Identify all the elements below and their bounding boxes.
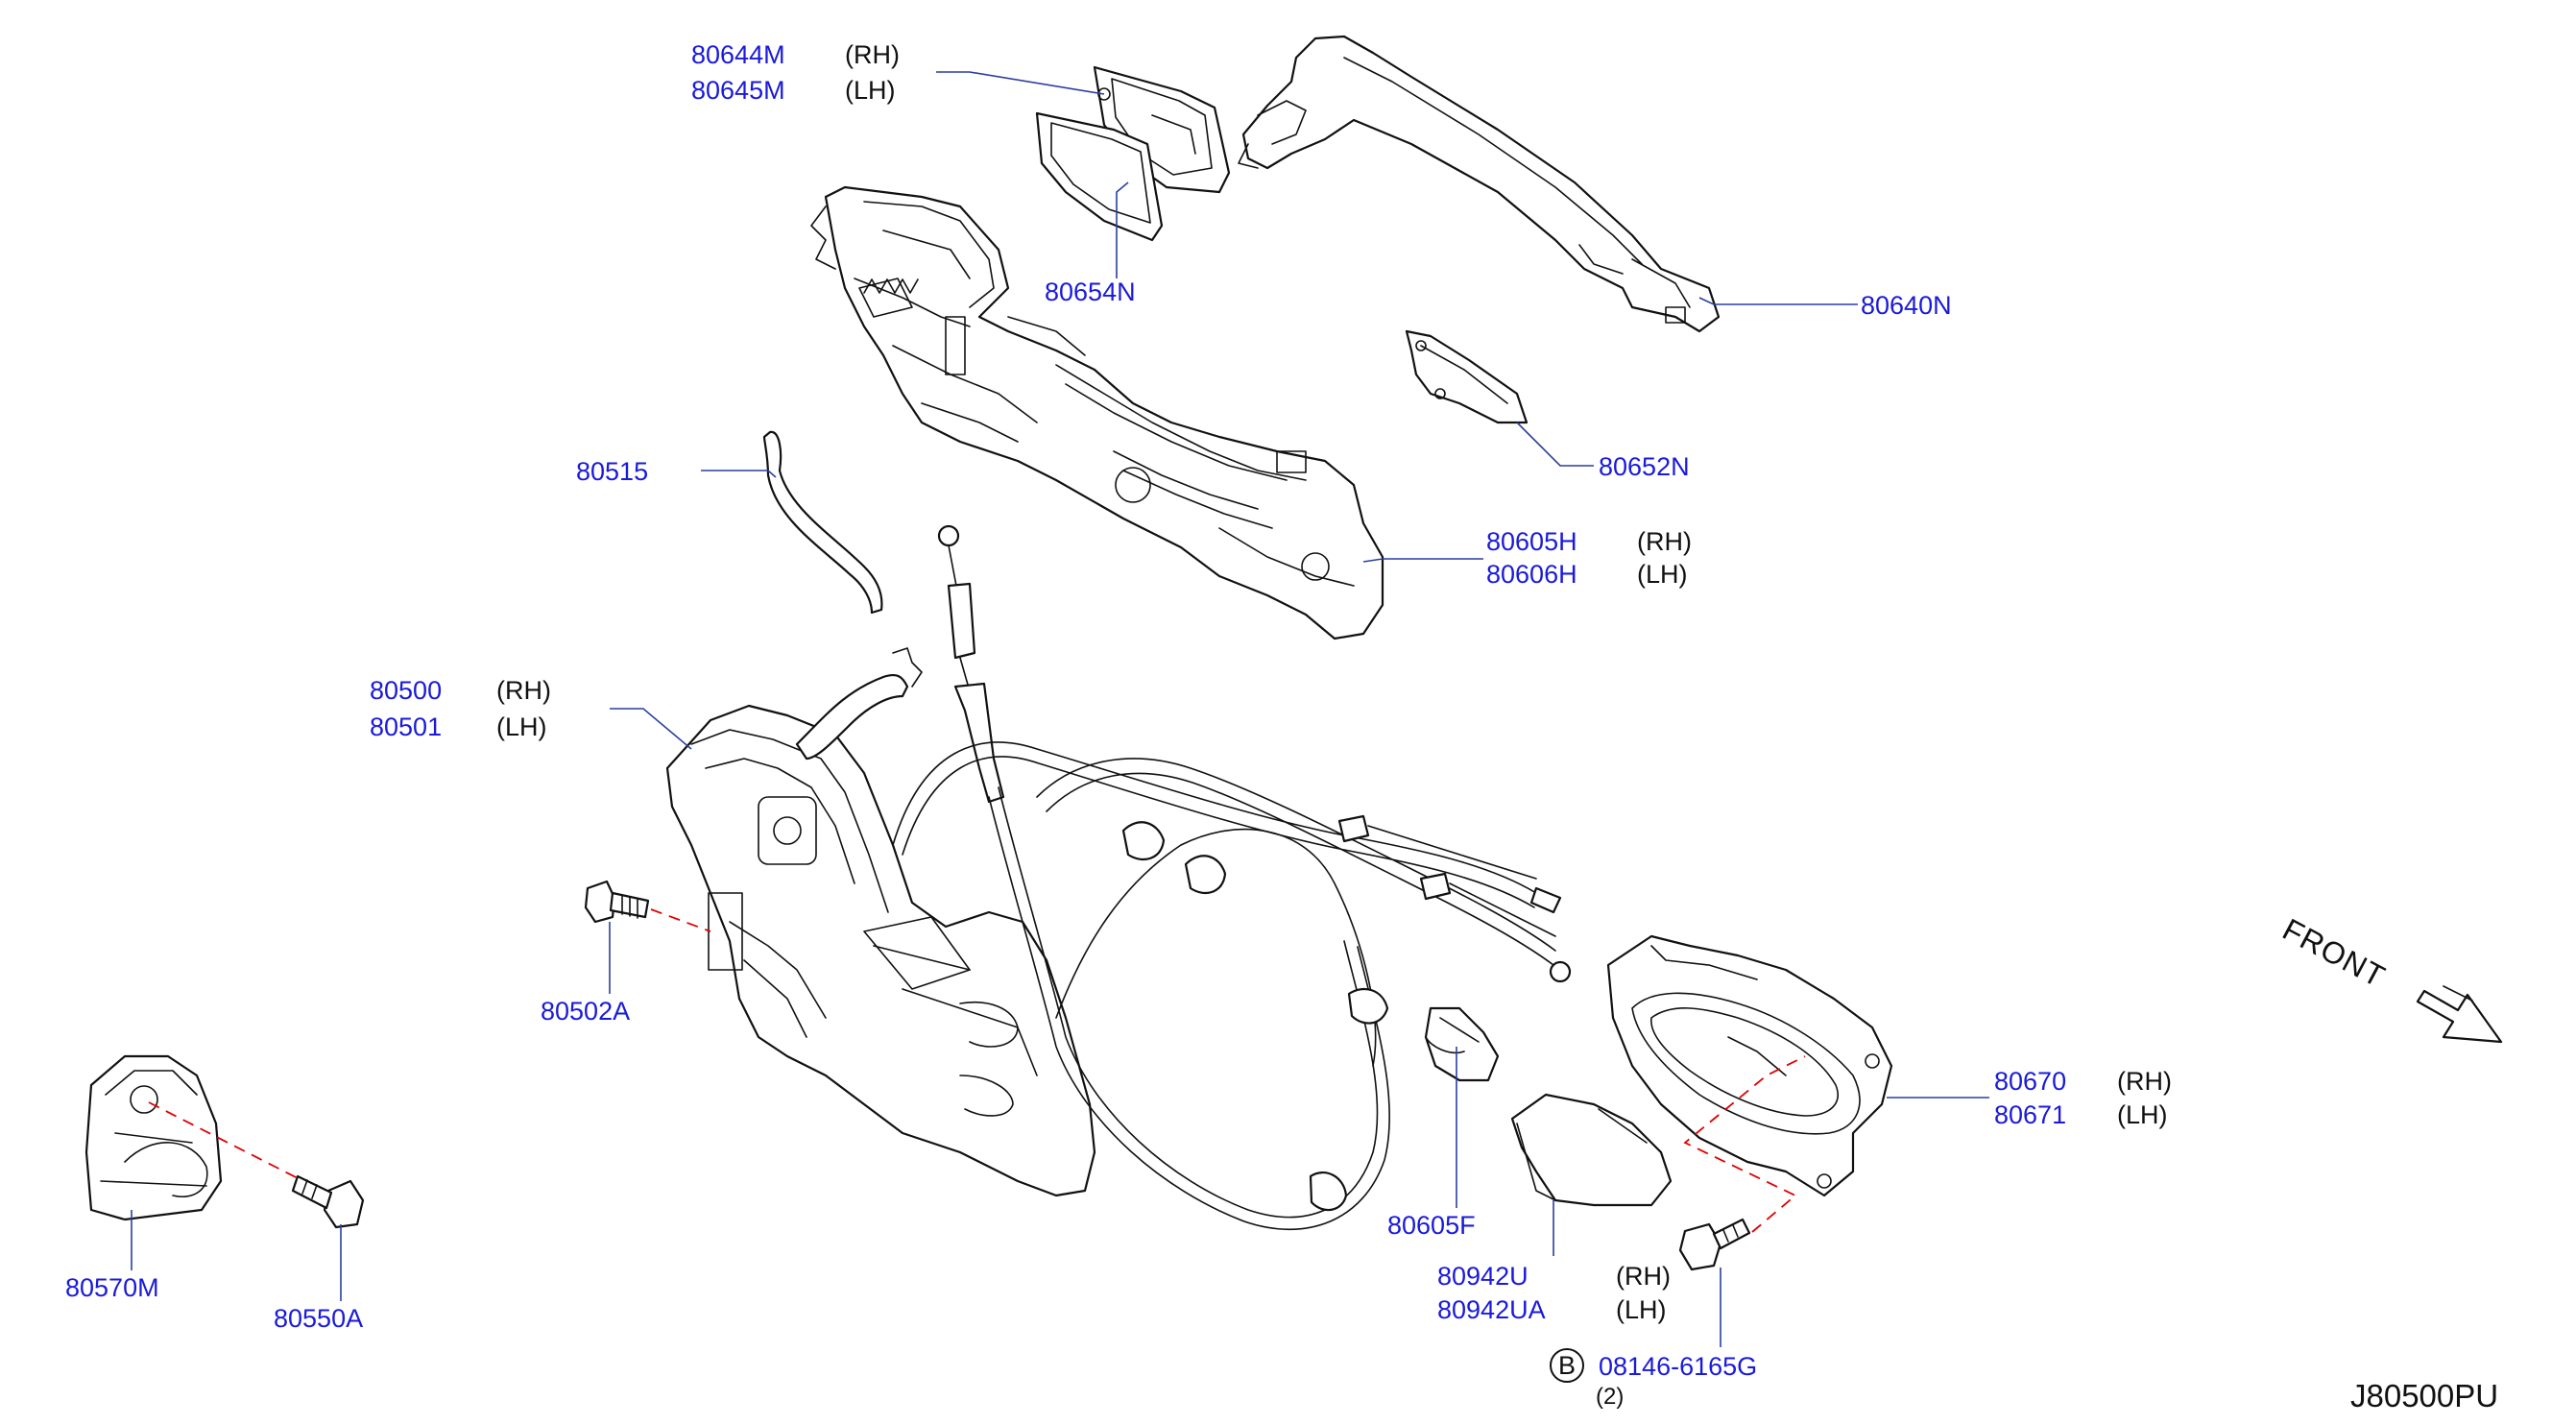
cable-rod-drawing <box>937 524 1005 804</box>
callout-80671: 80671 (LH) <box>1994 1100 2168 1129</box>
outside-handle-drawing <box>1238 35 1721 333</box>
svg-text:(RH): (RH) <box>845 40 900 69</box>
callout-80645m: 80645M (LH) <box>691 76 896 105</box>
svg-text:80652N: 80652N <box>1599 452 1690 481</box>
rod-drawing <box>762 430 883 615</box>
callout-80654n: 80654N <box>1045 278 1136 306</box>
svg-text:80606H: 80606H <box>1486 560 1577 589</box>
svg-text:80570M: 80570M <box>65 1273 159 1302</box>
svg-text:(RH): (RH) <box>1637 527 1692 556</box>
svg-text:80644M: 80644M <box>691 40 785 69</box>
svg-text:80501: 80501 <box>370 712 442 741</box>
svg-text:80942UA: 80942UA <box>1437 1295 1546 1324</box>
callout-80670: 80670 (RH) <box>1994 1067 2172 1096</box>
callout-80500: 80500 (RH) <box>370 676 551 705</box>
svg-text:(2): (2) <box>1596 1384 1624 1410</box>
svg-text:(RH): (RH) <box>496 676 551 705</box>
alignment-lines <box>148 908 1806 1233</box>
svg-text:(LH): (LH) <box>496 712 547 741</box>
svg-text:80605F: 80605F <box>1387 1211 1476 1240</box>
callout-80605f: 80605F <box>1387 1211 1476 1240</box>
handle-gasket-drawing <box>1405 329 1529 424</box>
svg-text:80645M: 80645M <box>691 76 785 105</box>
svg-text:(RH): (RH) <box>1616 1262 1671 1291</box>
callout-80502a: 80502A <box>541 997 630 1026</box>
diagram-id: J80500PU <box>2350 1378 2498 1413</box>
handle-bracket-drawing <box>810 185 1384 640</box>
callout-80644m: 80644M (RH) <box>691 40 900 69</box>
cap-drawing <box>1510 1093 1673 1207</box>
callout-80501: 80501 (LH) <box>370 712 547 741</box>
svg-text:80502A: 80502A <box>541 997 630 1026</box>
callout-80605h: 80605H (RH) <box>1486 527 1692 556</box>
svg-text:80654N: 80654N <box>1045 278 1136 306</box>
callout-80550a: 80550A <box>274 1304 363 1333</box>
svg-text:(LH): (LH) <box>1637 560 1688 589</box>
svg-text:80942U: 80942U <box>1437 1262 1529 1291</box>
callout-80640n: 80640N <box>1861 291 1952 320</box>
door-lock-actuator-drawing <box>665 647 1096 1197</box>
svg-text:80670: 80670 <box>1994 1067 2066 1096</box>
callout-80652n: 80652N <box>1599 452 1690 481</box>
escutcheon-gasket-drawing <box>1035 111 1164 242</box>
svg-text:80515: 80515 <box>576 457 648 486</box>
svg-text:08146-6165G: 08146-6165G <box>1599 1352 1757 1381</box>
svg-text:80640N: 80640N <box>1861 291 1952 320</box>
svg-text:80500: 80500 <box>370 676 442 705</box>
screw-08146-drawing <box>1678 1218 1751 1271</box>
svg-text:(LH): (LH) <box>2117 1100 2168 1129</box>
callout-80942ua: 80942UA (LH) <box>1437 1295 1667 1324</box>
svg-text:(LH): (LH) <box>845 76 896 105</box>
svg-text:B: B <box>1558 1351 1576 1380</box>
leader-lines <box>131 71 1989 1347</box>
svg-text:(RH): (RH) <box>2117 1067 2172 1096</box>
bolt-badge-icon <box>1550 1348 1584 1383</box>
svg-text:80605H: 80605H <box>1486 527 1577 556</box>
striker-drawing <box>84 1054 223 1221</box>
svg-text:(LH): (LH) <box>1616 1295 1667 1324</box>
cables-drawing <box>892 741 1572 1231</box>
inside-handle-drawing <box>1606 934 1893 1197</box>
clip-drawing <box>1424 1006 1500 1082</box>
front-arrow-icon <box>2416 985 2503 1044</box>
callout-80570m: 80570M <box>65 1273 159 1302</box>
callout-80606h: 80606H (LH) <box>1486 560 1688 589</box>
screw-80550a-drawing <box>291 1174 365 1229</box>
bolt-80502a-drawing <box>584 880 650 924</box>
svg-text:80671: 80671 <box>1994 1100 2066 1129</box>
svg-text:80550A: 80550A <box>274 1304 363 1333</box>
callout-08146-6165g: B 08146-6165G (2) <box>1550 1348 1757 1410</box>
front-label: FRONT <box>2277 911 2392 994</box>
callout-80942u: 80942U (RH) <box>1437 1262 1671 1291</box>
callout-80515: 80515 <box>576 457 648 486</box>
